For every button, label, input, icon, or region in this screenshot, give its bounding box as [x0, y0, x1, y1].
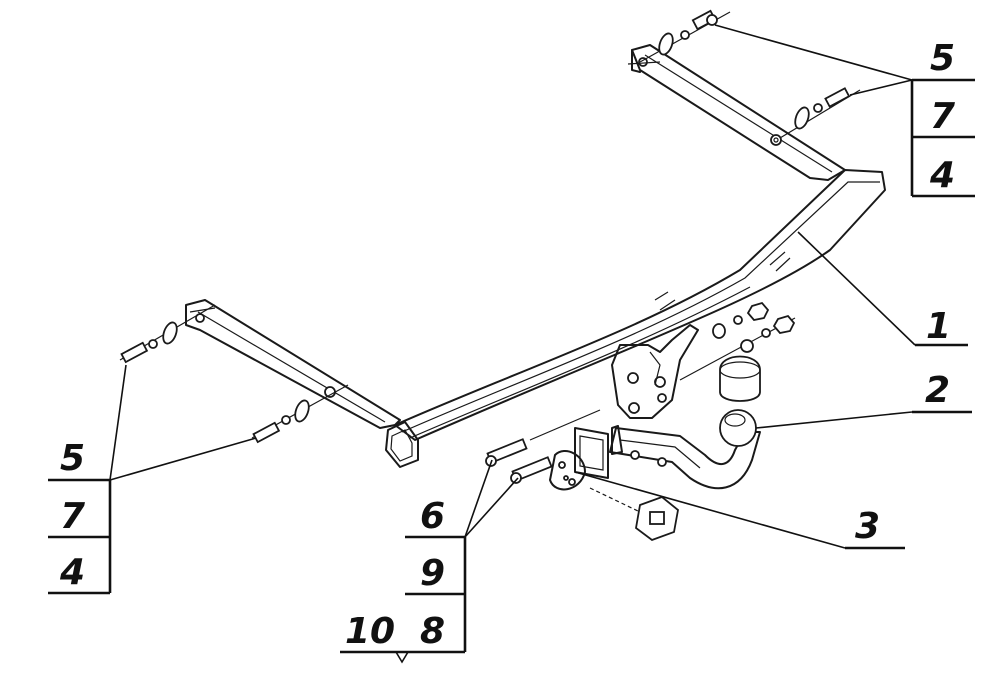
- label-bottom-d: 10: [345, 611, 395, 652]
- tow-ball: [719, 409, 757, 447]
- tow-ball-neck: [609, 425, 761, 490]
- label-top-right-c: 4: [929, 155, 955, 196]
- label-left-c: 4: [59, 552, 85, 593]
- callout-left: [48, 364, 257, 595]
- label-left-a: 5: [60, 438, 85, 479]
- tow-ball-cap: [719, 355, 761, 402]
- socket-plate: [549, 427, 609, 491]
- fastener-set-top-right-lower: [779, 87, 861, 139]
- bottom-bolts: [485, 409, 601, 484]
- fastener-set-ball-mount: [679, 301, 796, 381]
- label-top-right-b: 7: [930, 96, 955, 137]
- left-bracket: [185, 299, 401, 429]
- mounting-plate: [611, 324, 699, 419]
- label-bar: 1: [926, 306, 951, 347]
- fastener-set-top-right-upper: [639, 9, 731, 63]
- callout-top-right: [714, 24, 975, 198]
- callout-1: [797, 231, 968, 347]
- label-bottom-b: 9: [420, 553, 445, 594]
- right-bracket: [627, 44, 846, 181]
- electrical-socket: [589, 487, 679, 542]
- bracket-hole: [638, 57, 648, 67]
- label-bottom-a: 6: [420, 496, 445, 537]
- fastener-set-left-upper: [119, 304, 216, 364]
- fastener-set-left-lower: [251, 384, 349, 444]
- label-ball: 2: [925, 370, 950, 411]
- callout-3: [574, 471, 905, 550]
- label-bottom-c: 8: [420, 611, 445, 652]
- nut-on-bracket: [770, 134, 782, 146]
- label-socket: 3: [855, 506, 880, 547]
- cross-beam: [385, 169, 886, 468]
- label-left-b: 7: [60, 496, 85, 537]
- callout-2: [755, 410, 972, 429]
- callout-bottom-center: [340, 459, 519, 664]
- label-top-right-a: 5: [930, 38, 955, 79]
